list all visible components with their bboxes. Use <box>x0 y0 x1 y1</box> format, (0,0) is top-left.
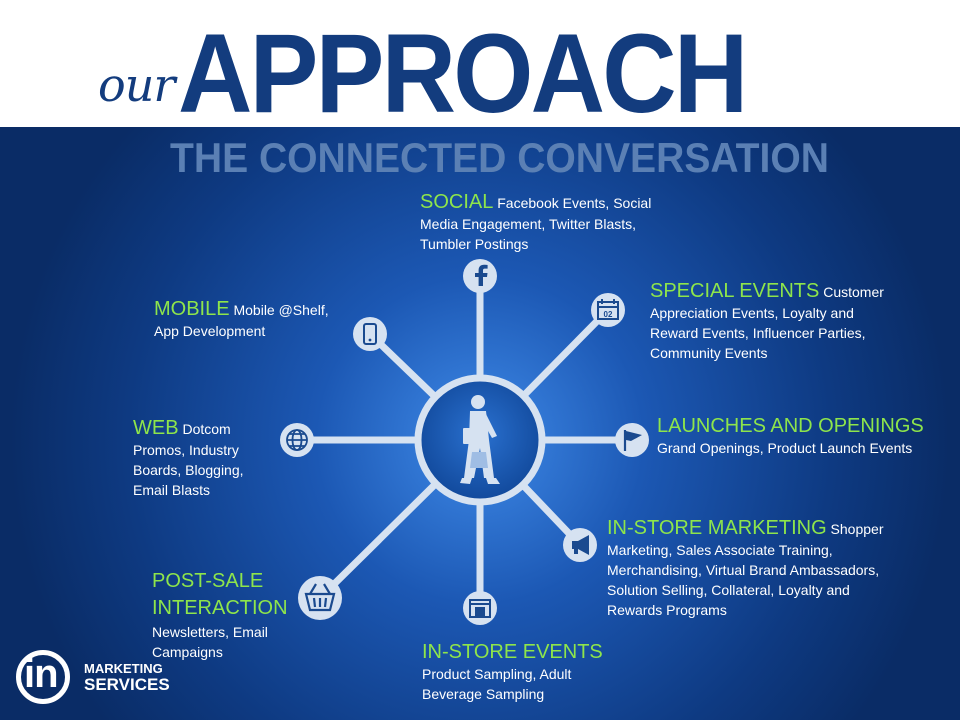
channel-instore-events: IN-STORE EVENTS Product Sampling, Adult … <box>422 640 682 704</box>
node-instore-events <box>463 591 497 625</box>
shopping-basket-icon <box>304 583 336 612</box>
channel-desc-line: Tumbler Postings <box>420 236 529 252</box>
logo-ring <box>16 650 70 704</box>
channel-desc-line: Mobile @Shelf, <box>233 302 329 318</box>
channel-desc-line: Campaigns <box>152 644 223 660</box>
channel-mobile: MOBILE Mobile @Shelf, App Development <box>154 297 374 341</box>
channel-desc-line: Reward Events, Influencer Parties, <box>650 325 866 341</box>
channel-web: WEB Dotcom Promos, Industry Boards, Blog… <box>133 416 293 500</box>
channel-desc-line: Community Events <box>650 345 768 361</box>
channel-special-events: SPECIAL EVENTS Customer Appreciation Eve… <box>650 279 950 363</box>
channel-heading: IN-STORE EVENTS <box>422 641 603 663</box>
node-special-events: 02 <box>591 293 625 327</box>
channel-desc-line: Media Engagement, Twitter Blasts, <box>420 216 637 232</box>
channel-heading: WEB <box>133 417 179 439</box>
logo-word-services: SERVICES <box>84 675 170 694</box>
node-web <box>280 423 314 457</box>
calendar-icon <box>597 299 619 320</box>
channel-desc-line: Product Sampling, Adult <box>422 666 572 682</box>
node-instore-marketing <box>563 528 597 562</box>
channel-desc-line: Newsletters, Email <box>152 624 268 640</box>
channel-desc-line: Marketing, Sales Associate Training, <box>607 542 833 558</box>
node-mobile <box>353 317 387 351</box>
page-title: APPROACH <box>178 11 748 136</box>
storefront-icon <box>469 599 491 618</box>
channel-desc-line: Appreciation Events, Loyalty and <box>650 305 854 321</box>
logo-word-marketing: MARKETING <box>84 661 163 676</box>
svg-text:02: 02 <box>604 310 613 319</box>
smartphone-icon <box>363 323 377 345</box>
channel-desc-line: Grand Openings, Product Launch Events <box>657 440 913 456</box>
channel-desc-line: Boards, Blogging, <box>133 462 244 478</box>
channel-heading: MOBILE <box>154 298 230 320</box>
channel-desc-line: Beverage Sampling <box>422 686 545 702</box>
channel-desc-line: Merchandising, Virtual Brand Ambassadors… <box>607 562 880 578</box>
flag-icon <box>623 430 642 451</box>
channel-launches: LAUNCHES AND OPENINGS Grand Openings, Pr… <box>657 414 957 458</box>
page-subtitle: THE CONNECTED CONVERSATION <box>170 134 829 181</box>
channel-desc-line: Customer <box>823 284 884 300</box>
node-launches <box>615 423 649 457</box>
channel-desc-line: App Development <box>154 323 266 339</box>
megaphone-icon <box>572 535 589 555</box>
channel-desc-line: Shopper <box>830 521 884 537</box>
channel-heading: SPECIAL EVENTS <box>650 280 820 302</box>
logo-mark: in <box>24 652 59 696</box>
channel-desc-line: Facebook Events, Social <box>497 195 652 211</box>
channel-desc-line: Rewards Programs <box>607 602 727 618</box>
channel-social: SOCIAL Facebook Events, Social Media Eng… <box>420 190 690 254</box>
channel-desc-line: Email Blasts <box>133 482 211 498</box>
channel-heading: SOCIAL <box>420 191 494 213</box>
channel-heading: POST-SALE <box>152 570 264 592</box>
company-logo: in MARKETING SERVICES <box>14 648 170 718</box>
channel-desc-line: Dotcom <box>182 421 231 437</box>
channel-instore-marketing: IN-STORE MARKETING Shopper Marketing, Sa… <box>607 516 947 620</box>
node-post-sale <box>298 576 342 620</box>
channel-desc-line: Solution Selling, Collateral, Loyalty an… <box>607 582 850 598</box>
channel-desc-line: Promos, Industry <box>133 442 239 458</box>
facebook-icon <box>475 264 488 286</box>
header-band <box>0 0 960 127</box>
node-social <box>463 259 497 293</box>
title-prefix: our <box>98 58 175 112</box>
channel-heading: IN-STORE MARKETING <box>607 517 827 539</box>
channel-post-sale: POST-SALE INTERACTION Newsletters, Email… <box>152 568 352 662</box>
globe-icon <box>286 429 308 451</box>
walking-shopper-icon <box>460 395 500 484</box>
channel-heading: INTERACTION <box>152 597 288 619</box>
channel-heading: LAUNCHES AND OPENINGS <box>657 415 924 437</box>
